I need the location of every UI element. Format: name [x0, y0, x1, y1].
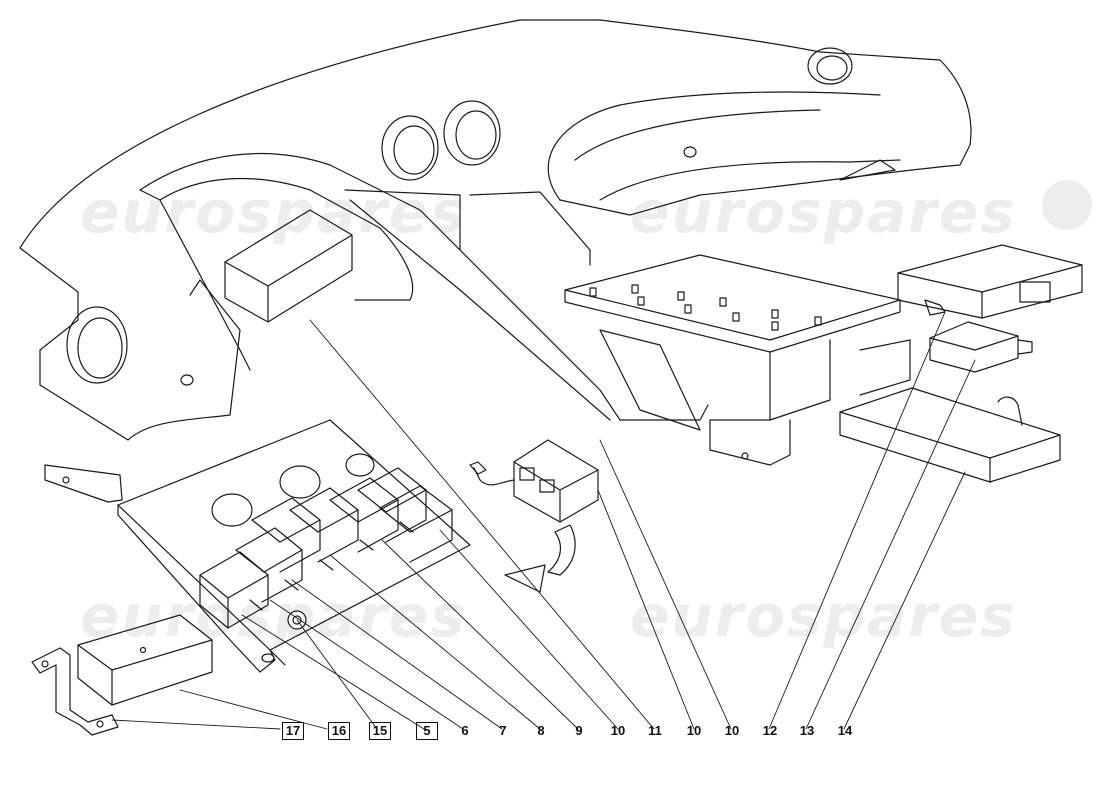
relay-connector	[469, 439, 599, 523]
callout-label: 11	[648, 723, 662, 738]
bracket-16-17	[31, 614, 213, 736]
callout-label: 17	[282, 722, 304, 740]
callout-label: 10	[610, 723, 626, 738]
callout-label: 12	[762, 723, 778, 738]
control-unit-box	[224, 209, 353, 323]
callout-label: 10	[724, 723, 740, 738]
callout-label: 6	[461, 723, 469, 738]
callout-label: 9	[575, 723, 583, 738]
callout-label: 14	[837, 723, 853, 738]
frame-studs	[589, 284, 822, 331]
leader-lines	[111, 311, 976, 730]
air-vents	[66, 47, 853, 386]
rotation-arrow-icon	[504, 524, 576, 593]
module-14	[839, 387, 1061, 483]
relays	[199, 467, 453, 629]
module-13	[929, 321, 1033, 373]
watermark-logo-icon	[1042, 180, 1092, 230]
callout-label: 10	[686, 723, 702, 738]
callout-label: 15	[369, 722, 391, 740]
flat-bracket	[44, 464, 123, 503]
callout-label: 5	[416, 722, 438, 740]
mounting-frame	[564, 254, 911, 466]
callout-label: 16	[328, 722, 350, 740]
relay-plate	[117, 419, 471, 673]
callout-label: 13	[799, 723, 815, 738]
module-12	[897, 244, 1083, 319]
callout-label: 7	[499, 723, 507, 738]
callout-label: 8	[537, 723, 545, 738]
dashboard-outline	[19, 19, 972, 441]
